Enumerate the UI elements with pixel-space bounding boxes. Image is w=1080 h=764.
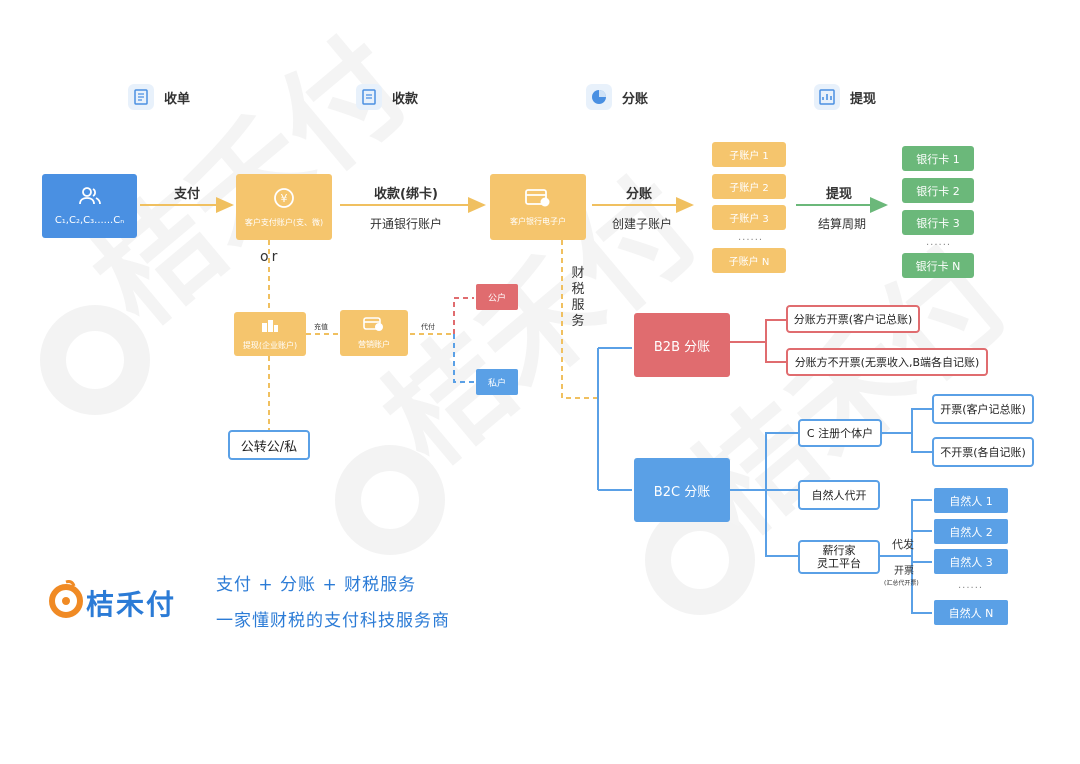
natural-proxy-node: 自然人代开 — [798, 480, 880, 510]
tax-service-char: 务 — [571, 314, 585, 329]
customer-pay-account-label: 客户支付账户(支、微) — [244, 217, 324, 227]
withdraw-enterprise-node: 提现(企业账户) — [234, 312, 306, 356]
c-no-invoice-node: 不开票(各自记账) — [932, 437, 1034, 467]
edge-collect-label: 收款(绑卡) — [374, 187, 438, 202]
b2b-option-invoice: 分账方开票(客户记总账) — [786, 305, 920, 333]
bank-card-1: 银行卡 1 — [902, 146, 974, 171]
sub-account-2: 子账户 2 — [712, 174, 786, 199]
customer-bank-ecommerce-node: 客户银行电子户 — [490, 174, 586, 240]
edge-split-label: 分账 — [626, 187, 653, 202]
bank-card-2: 银行卡 2 — [902, 178, 974, 203]
document-icon — [356, 84, 382, 110]
stage-collect-order: 收单 — [128, 84, 190, 110]
sub-account-ellipsis: ...... — [738, 232, 764, 243]
stage-withdraw: 提现 — [814, 84, 876, 110]
stage-label: 分账 — [622, 91, 649, 107]
natural-person-n: 自然人 N — [934, 600, 1008, 625]
edge-open-bank-label: 开通银行账户 — [370, 217, 443, 231]
users-icon — [78, 186, 101, 209]
edge-pay-label: 支付 — [174, 187, 201, 202]
edge-create-sub-label: 创建子账户 — [612, 217, 673, 231]
edge-or-label: or — [260, 249, 281, 265]
marketing-account-node: 营销账户 — [340, 310, 408, 356]
svg-text:¥: ¥ — [281, 192, 288, 205]
edge-invoice-label: 开票 — [894, 566, 914, 577]
marketing-account-label: 营销账户 — [358, 340, 390, 349]
b2b-split-node: B2B 分账 — [634, 313, 730, 377]
stage-split: 分账 — [586, 84, 648, 110]
c-invoice-node: 开票(客户记总账) — [932, 394, 1034, 424]
tax-service-label: 财 税 服 务 — [570, 266, 586, 330]
natural-person-1: 自然人 1 — [934, 488, 1008, 513]
b2b-option-no-invoice: 分账方不开票(无票收入,B端各自记账) — [786, 348, 988, 376]
customers-label: C₁,C₂,C₃......Cₙ — [54, 214, 125, 226]
b2c-split-node: B2C 分账 — [634, 458, 730, 522]
natural-person-2: 自然人 2 — [934, 519, 1008, 544]
sub-account-1: 子账户 1 — [712, 142, 786, 167]
private-account-node: 私户 — [476, 369, 518, 395]
tax-service-char: 服 — [571, 298, 585, 313]
edge-invoice-note: (汇总代开票) — [884, 580, 919, 587]
transfer-node: 公转公/私 — [228, 430, 310, 460]
brand-name: 桔禾付 — [86, 588, 177, 621]
edge-withdraw-label: 提现 — [826, 187, 853, 202]
bank-card-n: 银行卡 N — [902, 253, 974, 278]
sub-account-3: 子账户 3 — [712, 205, 786, 230]
tax-service-char: 税 — [571, 282, 585, 297]
coins-icon — [260, 317, 280, 337]
platform-node: 薪行家 灵工平台 — [798, 540, 880, 574]
customer-bank-ecommerce-label: 客户银行电子户 — [510, 216, 566, 226]
c-register-node: C 注册个体户 — [798, 419, 882, 447]
brand-slogan-1: 支付 + 分账 + 财税服务 — [216, 575, 417, 595]
natural-person-3: 自然人 3 — [934, 549, 1008, 574]
pie-chart-icon — [586, 84, 612, 110]
platform-name: 薪行家 — [822, 544, 856, 557]
edge-issue-label: 代发 — [892, 538, 914, 551]
tax-service-char: 财 — [571, 266, 585, 281]
brand-slogan-2: 一家懂财税的支付科技服务商 — [216, 611, 450, 631]
stage-label: 收款 — [392, 91, 419, 107]
bank-card-3: 银行卡 3 — [902, 210, 974, 235]
edge-recharge-label: 充值 — [314, 323, 328, 331]
stage-label: 收单 — [164, 91, 191, 107]
stage-label: 提现 — [850, 91, 877, 107]
receipt-icon — [128, 84, 154, 110]
sub-account-n: 子账户 N — [712, 248, 786, 273]
report-icon — [814, 84, 840, 110]
edge-settle-label: 结算周期 — [818, 217, 867, 231]
brand-logo-icon — [48, 578, 84, 622]
edge-pay-on-behalf-label: 代付 — [421, 323, 435, 331]
customer-pay-account-node: ¥ 客户支付账户(支、微) — [236, 174, 332, 240]
platform-subtitle: 灵工平台 — [817, 557, 861, 570]
customers-node: C₁,C₂,C₃......Cₙ — [42, 174, 137, 238]
withdraw-enterprise-label: 提现(企业账户) — [242, 341, 298, 350]
wallet-icon — [363, 316, 385, 336]
bank-card-ellipsis: ...... — [926, 237, 952, 248]
public-account-node: 公户 — [476, 284, 518, 310]
bank-card-icon — [525, 188, 551, 212]
yen-coin-icon: ¥ — [273, 187, 295, 213]
natural-person-ellipsis: ...... — [958, 580, 984, 591]
stage-receive-payment: 收款 — [356, 84, 418, 110]
